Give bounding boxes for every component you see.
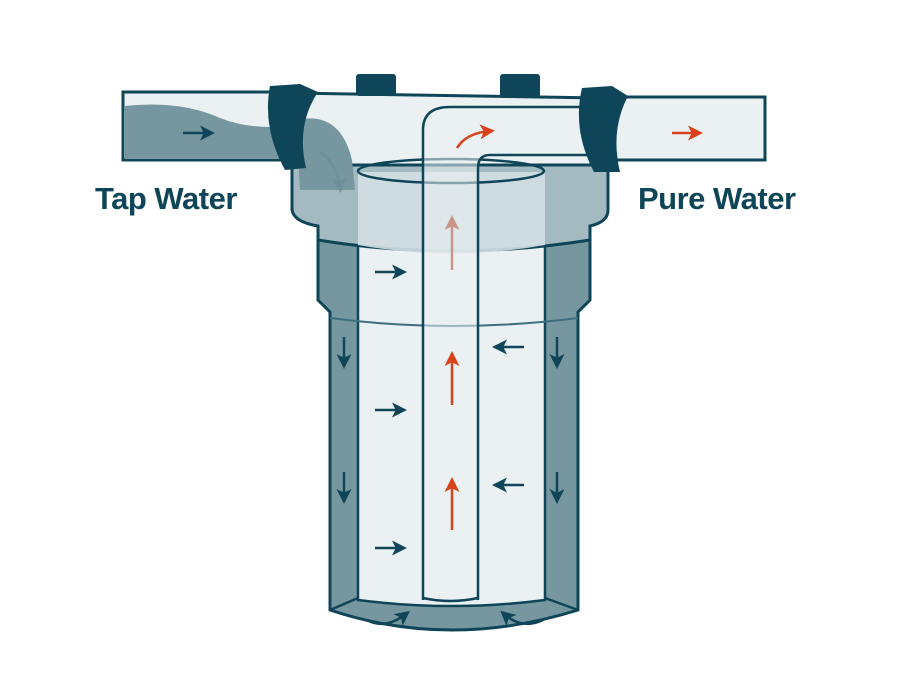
cap-right: [500, 74, 540, 98]
center-tube: [423, 107, 590, 603]
arrow-into-head: [319, 150, 347, 193]
pure-water-label: Pure Water: [638, 181, 796, 216]
arrow-bottom-right: [500, 610, 544, 627]
tap-water-label: Tap Water: [95, 181, 237, 216]
outlet-pipe: [598, 95, 767, 162]
clamp-left: [267, 84, 318, 170]
canister-bottom-edge: [329, 596, 579, 612]
water-into-head: [296, 118, 355, 190]
cap-left: [356, 74, 396, 96]
flow-arrows-dirty: [183, 125, 565, 627]
flow-arrows-clean: [444, 124, 703, 530]
arrow-bottom-left: [366, 610, 410, 627]
clamp-right: [578, 86, 628, 172]
arrow-elbow: [455, 124, 495, 149]
